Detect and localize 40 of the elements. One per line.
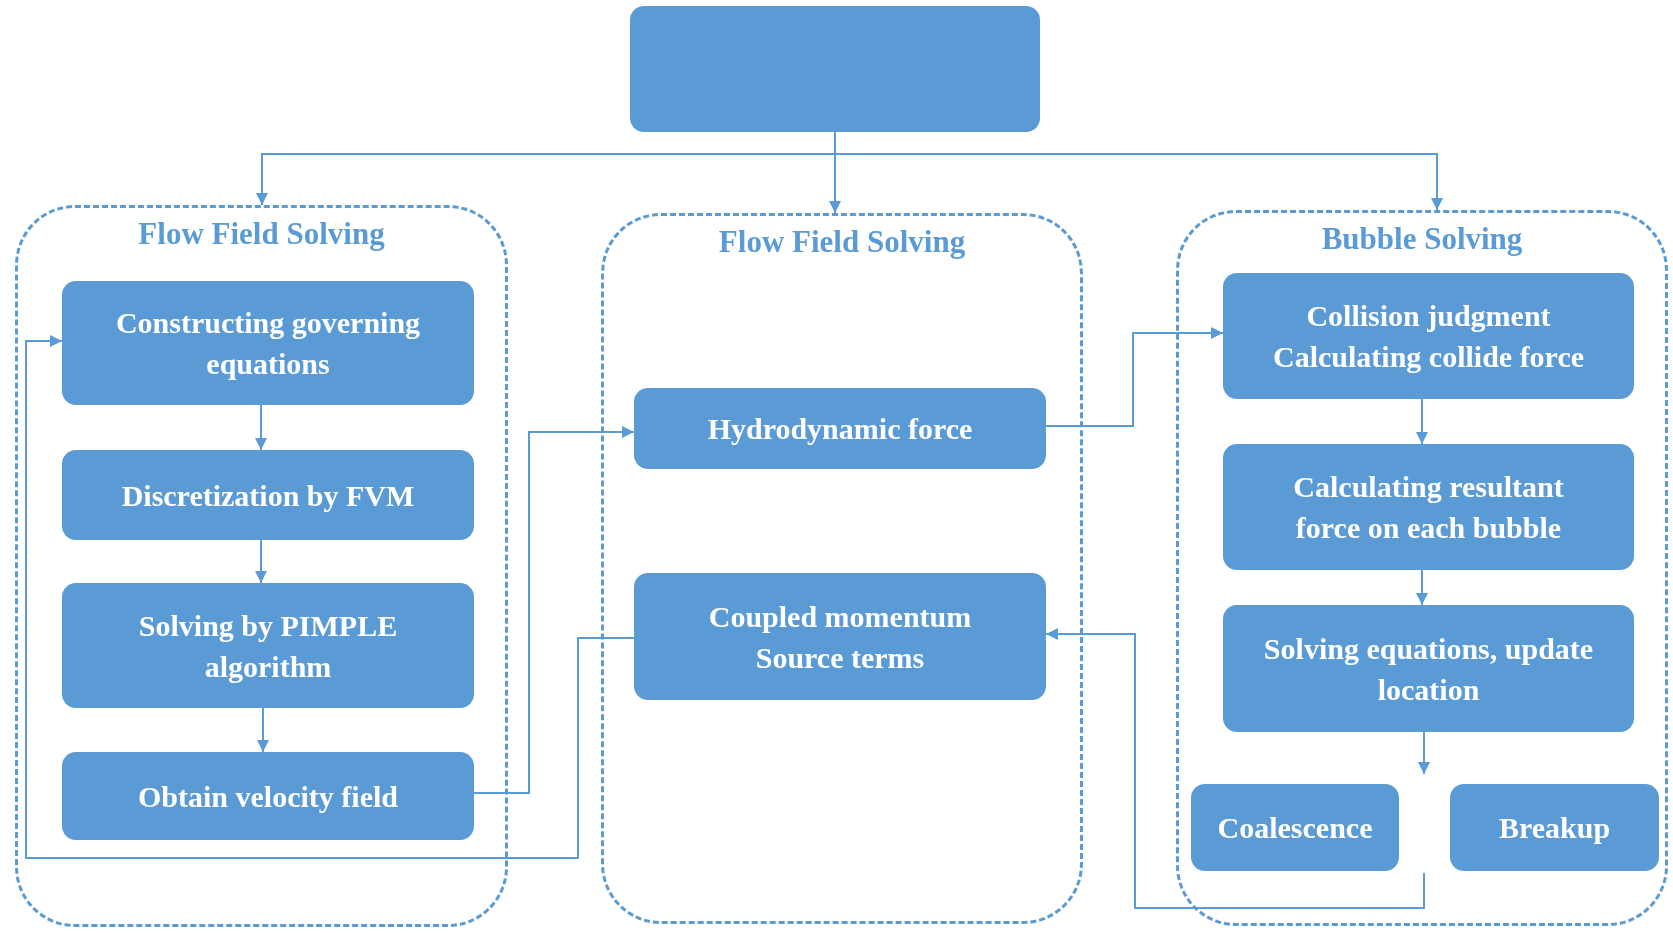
arrow <box>1418 731 1430 775</box>
process-box <box>1223 605 1634 732</box>
process-box <box>1223 444 1634 570</box>
box-label: Breakup <box>1498 810 1611 846</box>
process-box <box>1191 784 1399 871</box>
arrow <box>257 707 269 753</box>
arrow <box>1416 398 1428 445</box>
group-title: Bubble Solving <box>1321 221 1523 257</box>
group-title: Flow Field Solving <box>138 216 385 252</box>
box-label: Obtain velocity field <box>138 778 398 815</box>
box-label: Solving by PIMPLE algorithm <box>137 607 399 685</box>
process-box <box>1223 273 1634 399</box>
title-box <box>630 6 1040 132</box>
box-label: Calculating collide force <box>1272 339 1585 375</box>
process-box <box>62 450 474 540</box>
box-label: Coupled momentum <box>708 598 972 635</box>
box-label: Hydrodynamic force <box>707 411 973 447</box>
group-title: Flow Field Solving <box>718 224 966 260</box>
arrow <box>1045 327 1224 427</box>
box-label: Source terms <box>755 639 925 676</box>
dashed-group <box>601 213 1083 924</box>
box-label: Coalescence <box>1217 810 1373 846</box>
arrow <box>255 539 267 584</box>
process-box <box>1450 784 1659 871</box>
process-box <box>62 583 474 708</box>
process-box <box>634 573 1046 700</box>
process-box <box>62 281 474 405</box>
box-label: Solving equations, update location <box>1262 630 1595 708</box>
box-label: Calculating resultant force on each bubble <box>1292 469 1565 546</box>
arrow <box>473 426 635 794</box>
box-label: Constructing governing equations <box>114 305 422 382</box>
process-box <box>634 388 1046 469</box>
arrow <box>1045 628 1425 909</box>
process-box <box>62 752 474 840</box>
dashed-group <box>1176 210 1668 926</box>
dashed-group <box>15 205 508 927</box>
arrow <box>1416 569 1428 606</box>
box-label: Collision judgment <box>1306 298 1551 334</box>
arrow <box>255 404 267 451</box>
box-label: Discretization by FVM <box>121 477 415 514</box>
